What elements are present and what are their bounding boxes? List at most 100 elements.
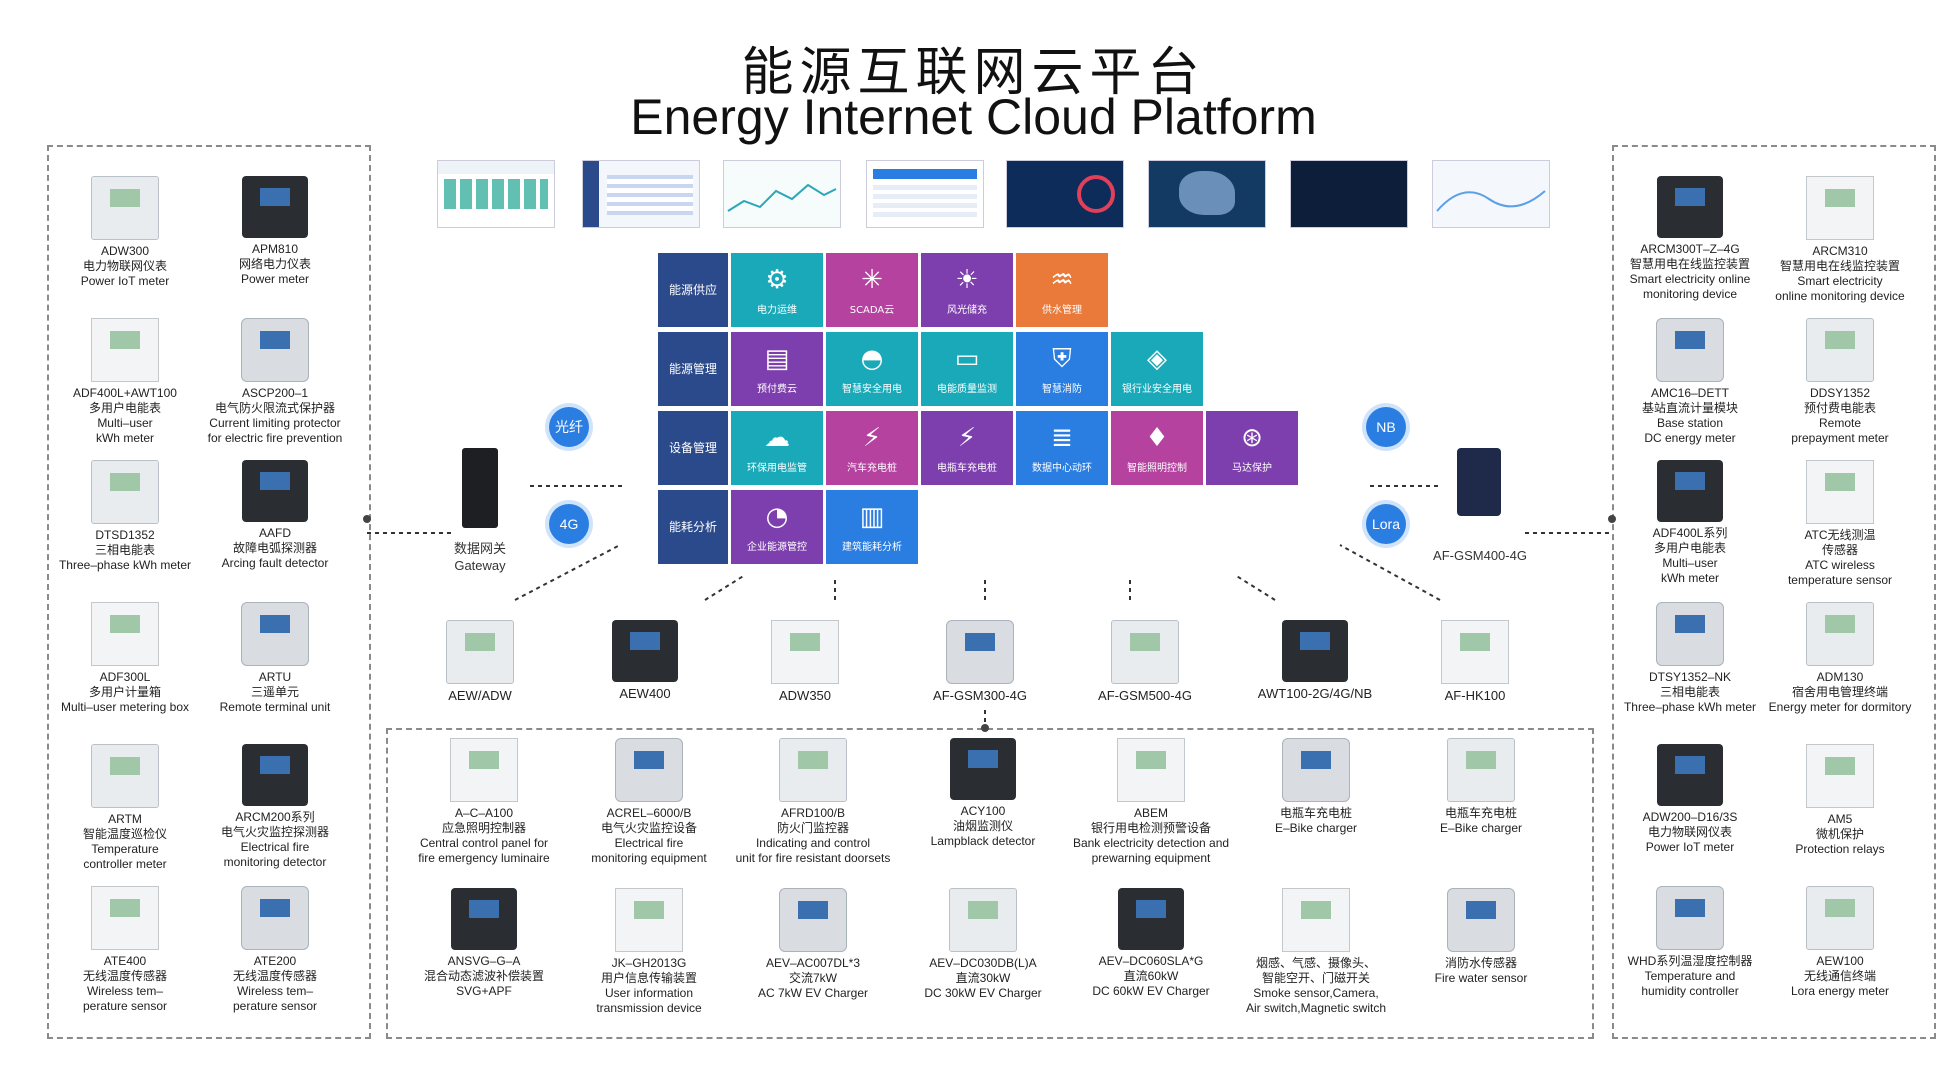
device-image bbox=[1282, 738, 1350, 802]
middle-device[interactable]: AEW/ADW bbox=[405, 620, 555, 703]
device-screen bbox=[260, 615, 290, 633]
bottom-product-card[interactable]: AEV–DC030DB(L)A 直流30kW DC 30kW EV Charge… bbox=[902, 888, 1064, 1001]
bottom-product-card[interactable]: 烟感、气感、摄像头、 智能空开、门磁开关 Smoke sensor,Camera… bbox=[1235, 888, 1397, 1016]
platform-tile-bulb[interactable]: ♦智能照明控制 bbox=[1111, 411, 1203, 485]
device-image bbox=[451, 888, 517, 950]
platform-tile-shield[interactable]: ⛨智慧消防 bbox=[1016, 332, 1108, 406]
left-product-card[interactable]: ARCM200系列 电气火灾监控探测器 Electrical fire moni… bbox=[200, 744, 350, 870]
right-product-card[interactable]: ADW200–D16/3S 电力物联网仪表 Power IoT meter bbox=[1615, 744, 1765, 855]
platform-tile-label: 电瓶车充电桩 bbox=[937, 463, 997, 474]
device-screen bbox=[1466, 751, 1496, 769]
right-product-card[interactable]: DDSY1352 预付费电能表 Remote prepayment meter bbox=[1765, 318, 1915, 446]
left-product-card[interactable]: AAFD 故障电弧探测器 Arcing fault detector bbox=[200, 460, 350, 571]
product-label: ARCM310 智慧用电在线监控装置 Smart electricity onl… bbox=[1775, 244, 1905, 303]
platform-tile-pie[interactable]: ◔企业能源管控 bbox=[731, 490, 823, 564]
platform-tile-building[interactable]: ▥建筑能耗分析 bbox=[826, 490, 918, 564]
right-product-card[interactable]: ARCM300T–Z–4G 智慧用电在线监控装置 Smart electrici… bbox=[1615, 176, 1765, 302]
middle-device[interactable]: AF-GSM300-4G bbox=[905, 620, 1055, 703]
platform-row-label: 能源供应 bbox=[658, 253, 728, 327]
product-label: DTSY1352–NK 三相电能表 Three–phase kWh meter bbox=[1623, 670, 1757, 714]
bottom-product-card[interactable]: 电瓶车充电桩 E–Bike charger bbox=[1400, 738, 1562, 836]
middle-device[interactable]: AWT100-2G/4G/NB bbox=[1240, 620, 1390, 701]
platform-tile-diamond[interactable]: ◈银行业安全用电 bbox=[1111, 332, 1203, 406]
platform-tile-snowflake[interactable]: ✳SCADA云 bbox=[826, 253, 918, 327]
platform-tile-ebike-charger[interactable]: ⚡ 电瓶车充电桩 bbox=[921, 411, 1013, 485]
platform-tile-monitor[interactable]: ▭电能质量监测 bbox=[921, 332, 1013, 406]
4g-badge: 4G bbox=[549, 504, 589, 544]
device-image bbox=[771, 620, 839, 684]
device-image bbox=[950, 738, 1016, 800]
fiber-badge: 光纤 bbox=[549, 407, 589, 447]
device-screen bbox=[1130, 633, 1160, 651]
bottom-product-card[interactable]: 消防水传感器 Fire water sensor bbox=[1400, 888, 1562, 986]
device-screen bbox=[1825, 189, 1855, 207]
bottom-product-card[interactable]: ACREL–6000/B 电气火灾监控设备 Electrical fire mo… bbox=[568, 738, 730, 866]
platform-tile-prepay[interactable]: ▤预付费云 bbox=[731, 332, 823, 406]
device-screen bbox=[634, 751, 664, 769]
left-product-card[interactable]: ADW300 电力物联网仪表 Power IoT meter bbox=[50, 176, 200, 289]
device-screen bbox=[260, 188, 290, 206]
page-title-en: Energy Internet Cloud Platform bbox=[630, 89, 1317, 145]
middle-device[interactable]: AEW400 bbox=[570, 620, 720, 701]
right-product-card[interactable]: DTSY1352–NK 三相电能表 Three–phase kWh meter bbox=[1615, 602, 1765, 715]
device-screen bbox=[1675, 756, 1705, 774]
middle-device[interactable]: ADW350 bbox=[730, 620, 880, 703]
ebike-charger-icon: ⚡ bbox=[957, 423, 977, 453]
right-product-card[interactable]: AEW100 无线通信终端 Lora energy meter bbox=[1765, 886, 1915, 999]
product-label: ATE200 无线温度传感器 Wireless tem– perature se… bbox=[232, 954, 318, 1013]
middle-device[interactable]: AF-HK100 bbox=[1400, 620, 1550, 703]
bottom-product-card[interactable]: 电瓶车充电桩 E–Bike charger bbox=[1235, 738, 1397, 836]
right-product-card[interactable]: ADF400L系列 多用户电能表 Multi–user kWh meter bbox=[1615, 460, 1765, 586]
bottom-product-card[interactable]: AEV–DC060SLA*G 直流60kW DC 60kW EV Charger bbox=[1070, 888, 1232, 999]
left-product-card[interactable]: APM810 网络电力仪表 Power meter bbox=[200, 176, 350, 287]
product-label: 电瓶车充电桩 E–Bike charger bbox=[1274, 806, 1358, 835]
bottom-product-card[interactable]: ABEM 银行用电检测预警设备 Bank electricity detecti… bbox=[1070, 738, 1232, 866]
left-product-card[interactable]: ASCP200–1 电气防火限流式保护器 Current limiting pr… bbox=[200, 318, 350, 446]
left-device-panel bbox=[47, 145, 371, 1039]
right-product-card[interactable]: ARCM310 智慧用电在线监控装置 Smart electricity onl… bbox=[1765, 176, 1915, 304]
device-screen bbox=[110, 189, 140, 207]
right-product-card[interactable]: ADM130 宿舍用电管理终端 Energy meter for dormito… bbox=[1765, 602, 1915, 715]
device-screen bbox=[1675, 615, 1705, 633]
bottom-product-card[interactable]: ANSVG–G–A 混合动态滤波补偿装置 SVG+APF bbox=[403, 888, 565, 999]
platform-tile-wind-solar[interactable]: ☀风光储充 bbox=[921, 253, 1013, 327]
device-image bbox=[1441, 620, 1509, 684]
left-product-card[interactable]: ATE400 无线温度传感器 Wireless tem– perature se… bbox=[50, 886, 200, 1014]
platform-tile-water[interactable]: ♒供水管理 bbox=[1016, 253, 1108, 327]
device-image bbox=[1111, 620, 1179, 684]
platform-tile-motor[interactable]: ⊛马达保护 bbox=[1206, 411, 1298, 485]
device-screen bbox=[260, 331, 290, 349]
left-product-card[interactable]: ADF400L+AWT100 多用户电能表 Multi–user kWh met… bbox=[50, 318, 200, 446]
right-product-card[interactable]: AMC16–DETT 基站直流计量模块 Base station DC ener… bbox=[1615, 318, 1765, 446]
left-product-card[interactable]: ATE200 无线温度传感器 Wireless tem– perature se… bbox=[200, 886, 350, 1014]
right-product-card[interactable]: ATC无线测温 传感器 ATC wireless temperature sen… bbox=[1765, 460, 1915, 588]
product-label: AMC16–DETT 基站直流计量模块 Base station DC ener… bbox=[1641, 386, 1738, 445]
platform-tile-cloud[interactable]: ☁环保用电监管 bbox=[731, 411, 823, 485]
bottom-product-card[interactable]: JK–GH2013G 用户信息传输装置 User information tra… bbox=[568, 888, 730, 1016]
product-label: APM810 网络电力仪表 Power meter bbox=[238, 242, 311, 286]
platform-tile-database[interactable]: ≣数据中心动环 bbox=[1016, 411, 1108, 485]
platform-tile-gear[interactable]: ⚙电力运维 bbox=[731, 253, 823, 327]
platform-tile-charger[interactable]: ⚡汽车充电桩 bbox=[826, 411, 918, 485]
device-screen bbox=[1825, 899, 1855, 917]
bottom-product-card[interactable]: A–C–A100 应急照明控制器 Central control panel f… bbox=[403, 738, 565, 866]
device-image bbox=[1656, 318, 1724, 382]
device-screen bbox=[1675, 188, 1705, 206]
bottom-product-card[interactable]: ACY100 油烟监测仪 Lampblack detector bbox=[902, 738, 1064, 849]
left-product-card[interactable]: ADF300L 多用户计量箱 Multi–user metering box bbox=[50, 602, 200, 715]
middle-device[interactable]: AF-GSM500-4G bbox=[1070, 620, 1220, 703]
product-label: 消防水传感器 Fire water sensor bbox=[1434, 956, 1528, 985]
product-label: 电瓶车充电桩 E–Bike charger bbox=[1439, 806, 1523, 835]
right-product-card[interactable]: AM5 微机保护 Protection relays bbox=[1765, 744, 1915, 857]
bottom-product-card[interactable]: AFRD100/B 防火门监控器 Indicating and control … bbox=[732, 738, 894, 866]
platform-tile-gauge[interactable]: ◓智慧安全用电 bbox=[826, 332, 918, 406]
device-screen bbox=[1300, 632, 1330, 650]
right-product-card[interactable]: WHD系列温湿度控制器 Temperature and humidity con… bbox=[1615, 886, 1765, 999]
dashboard-screenshot-3 bbox=[723, 160, 841, 228]
bottom-product-card[interactable]: AEV–AC007DL*3 交流7kW AC 7kW EV Charger bbox=[732, 888, 894, 1001]
left-product-card[interactable]: DTSD1352 三相电能表 Three–phase kWh meter bbox=[50, 460, 200, 573]
left-product-card[interactable]: ARTU 三遥单元 Remote terminal unit bbox=[200, 602, 350, 715]
diamond-icon: ◈ bbox=[1147, 344, 1167, 374]
left-product-card[interactable]: ARTM 智能温度巡检仪 Temperature controller mete… bbox=[50, 744, 200, 872]
